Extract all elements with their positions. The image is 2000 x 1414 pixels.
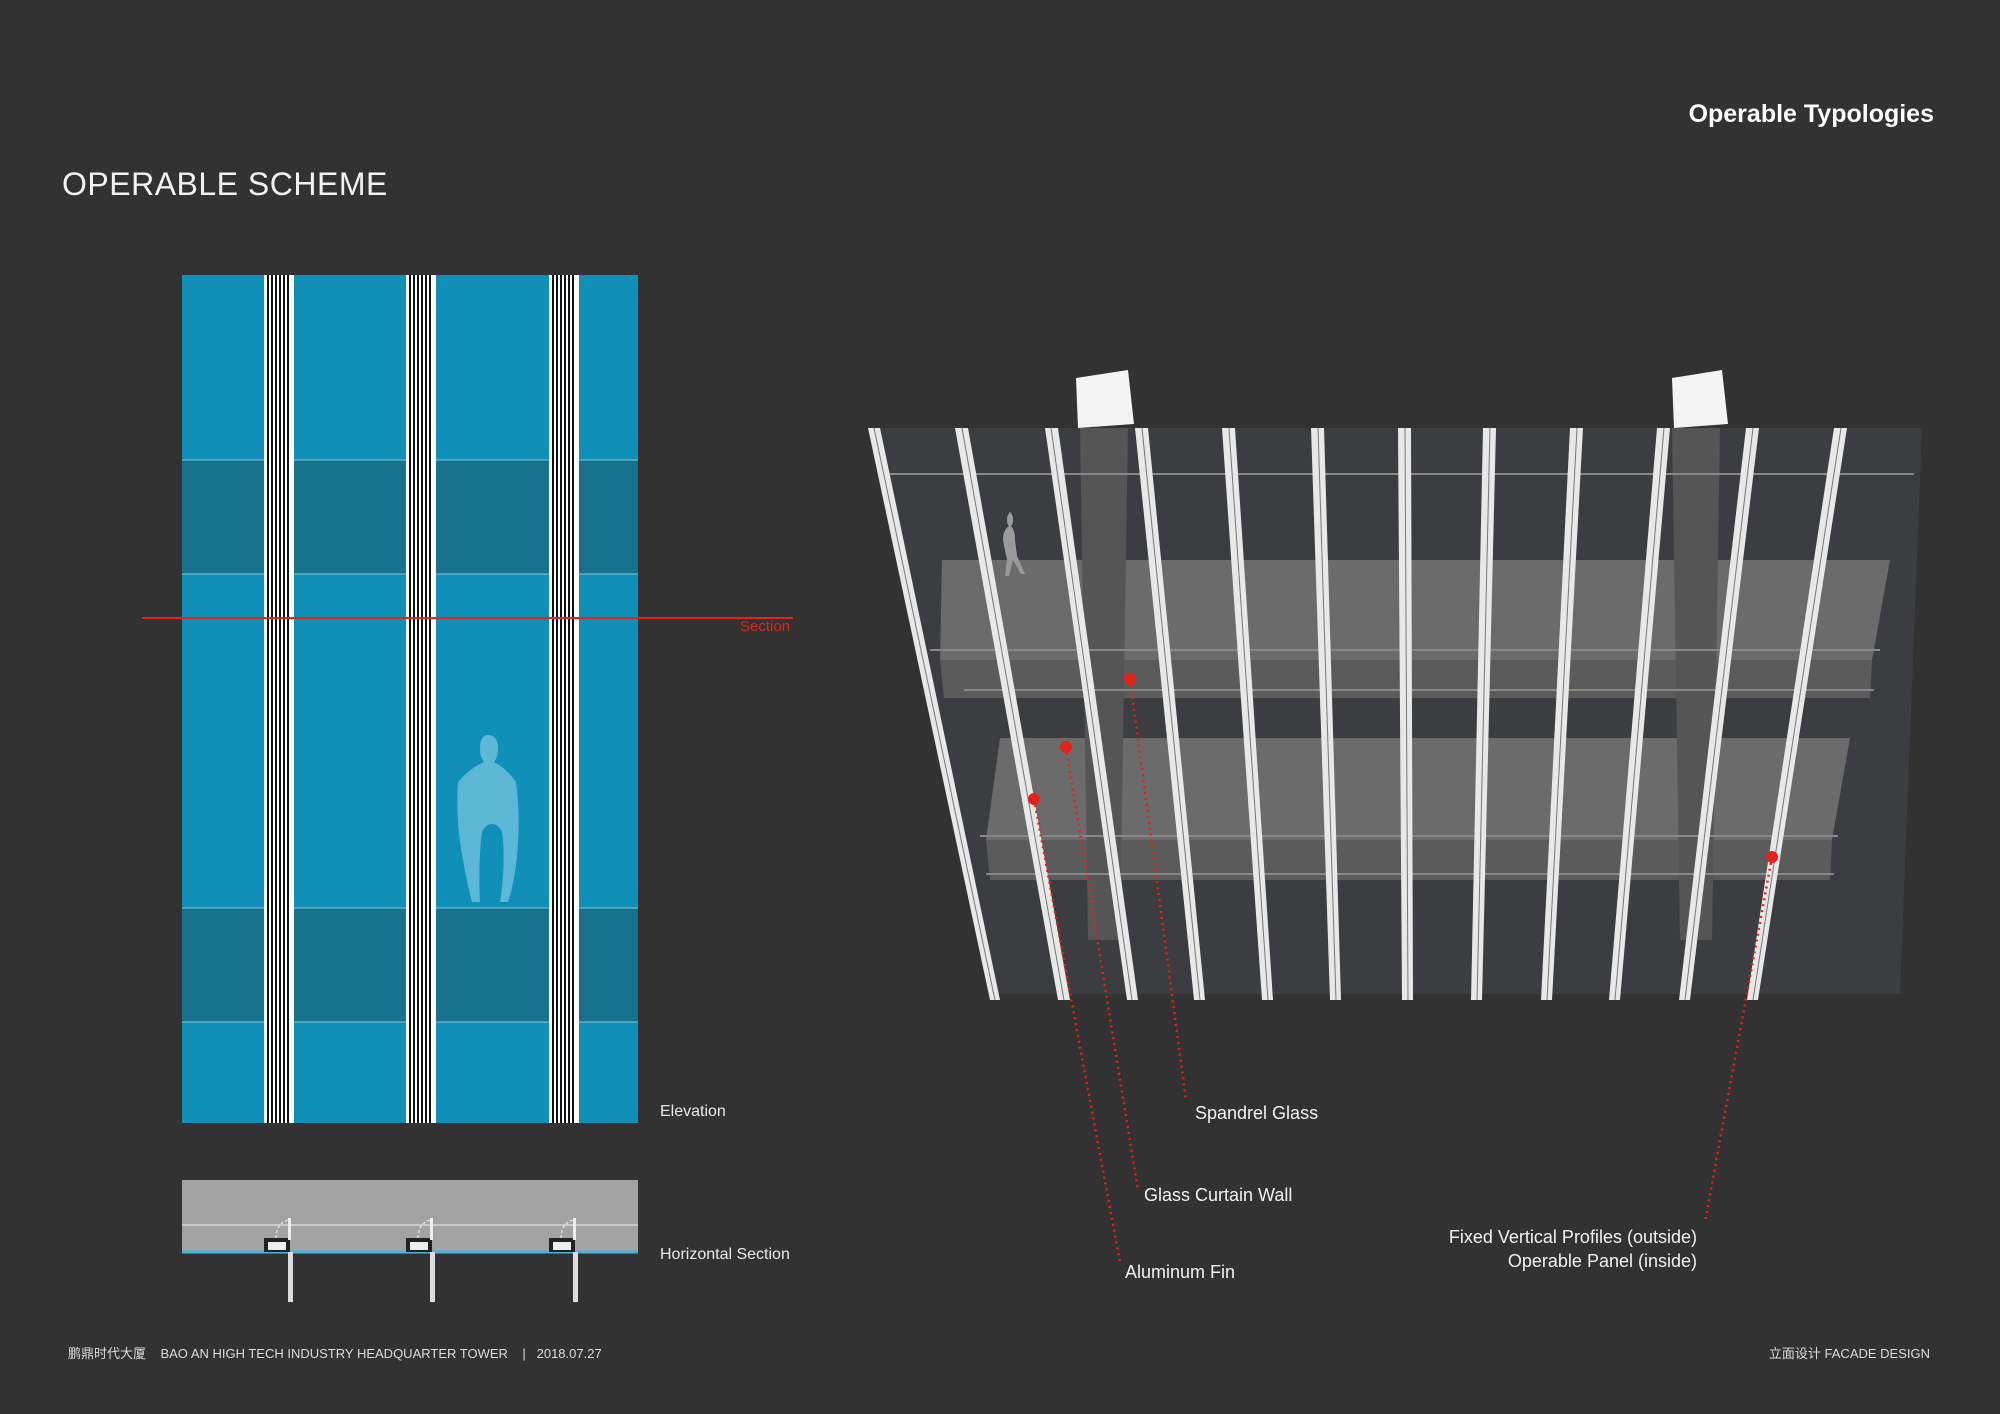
elevation-fin-2 [406,275,436,1123]
footer-project-info: 鹏鼎时代大厦 BAO AN HIGH TECH INDUSTRY HEADQUA… [68,1343,602,1362]
footer-discipline-cn: 立面设计 [1768,1346,1821,1361]
callout-dot-aluminum-fin [1028,793,1040,805]
callout-dot-fixed-profiles [1766,851,1778,863]
human-figure-icon [457,735,519,902]
axon-fin-1 [868,427,1000,1001]
section-mullion-2 [406,1218,435,1302]
footer-discipline: 立面设计 FACADE DESIGN [1769,1343,1930,1362]
section-mullion-3 [549,1218,578,1302]
callout-aluminum-fin: Aluminum Fin [1125,1262,1236,1282]
section-marker-label: Section [740,618,791,635]
axon-fin-9 [1541,427,1583,1001]
axon-fin-10 [1609,427,1670,1001]
elevation-fin-1 [264,275,294,1123]
axon-fin-5 [1222,427,1273,1001]
horizontal-section-drawing [182,1180,638,1302]
elevation-fin-3 [549,275,579,1123]
section-header: Operable Typologies [1688,100,1934,128]
axonometric-drawing [868,370,1922,1263]
column-top-left [1076,370,1134,428]
elevation-drawing [142,275,793,1123]
page-title: OPERABLE SCHEME [62,166,388,202]
axon-fin-8 [1471,427,1496,1001]
callout-fixed-vertical-profiles: Fixed Vertical Profiles (outside) [1448,1227,1697,1247]
axon-fin-6 [1311,427,1341,1001]
callout-operable-panel: Operable Panel (inside) [1507,1251,1697,1271]
footer-project-cn: 鹏鼎时代大厦 [68,1346,147,1361]
section-mullion-1 [264,1218,293,1302]
axon-fin-2 [955,427,1070,1001]
leader-aluminum-fin [1032,798,1122,1263]
footer-discipline-en: FACADE DESIGN [1824,1346,1930,1361]
horizontal-section-label: Horizontal Section [660,1246,790,1263]
callout-dot-spandrel-glass [1124,673,1136,685]
axon-fin-3 [1045,427,1138,1001]
footer-date: 2018.07.27 [536,1346,602,1361]
callout-dot-glass-curtain-wall [1060,741,1072,753]
footer-separator: | [522,1346,526,1361]
axon-fin-11 [1679,427,1759,1001]
column-top-right [1672,370,1728,428]
leader-fixed-profiles [1703,856,1774,1223]
callout-glass-curtain-wall: Glass Curtain Wall [1144,1185,1293,1205]
axon-fin-7 [1398,427,1413,1001]
axon-fin-4 [1135,427,1205,1001]
callout-spandrel-glass: Spandrel Glass [1195,1103,1319,1123]
axon-person-icon [1003,512,1025,576]
footer-project-en: BAO AN HIGH TECH INDUSTRY HEADQUARTER TO… [160,1346,508,1361]
elevation-label: Elevation [660,1103,726,1120]
